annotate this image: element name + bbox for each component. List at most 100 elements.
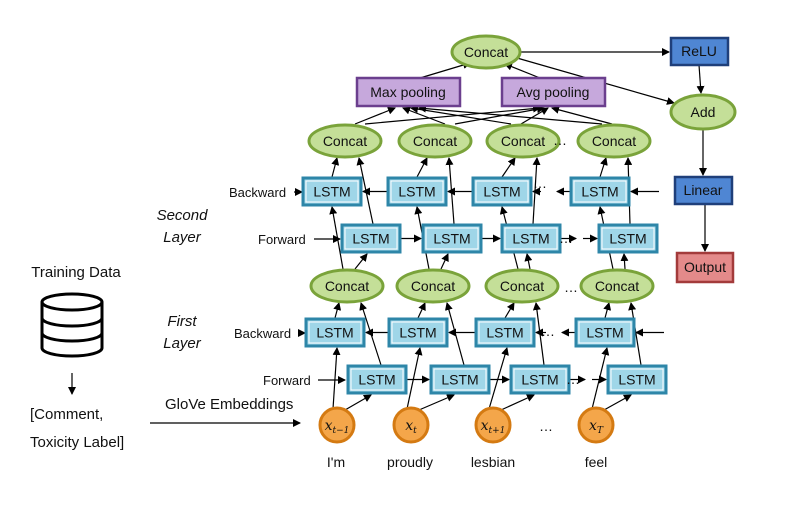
linear-node: Linear — [673, 175, 734, 206]
concat-l1-3-label: Concat — [595, 278, 639, 294]
concat-l1-1: Concat — [395, 268, 471, 304]
lstm-forward-l2-3: LSTM — [597, 223, 659, 254]
avg-pooling-node: Avg pooling — [500, 76, 607, 108]
lstm-backward-l2-2-label: LSTM — [483, 184, 520, 200]
input-token-0: xt−1 — [318, 406, 356, 444]
concat-l1-2: Concat — [484, 268, 560, 304]
arrow-concat-l2-to-avgpool-3 — [551, 105, 613, 125]
lstm-forward-l1-0-label: LSTM — [358, 372, 395, 388]
arrow-concat-l2-to-maxpool-2 — [410, 105, 512, 125]
ellipsis-inputs: … — [539, 418, 553, 434]
arrow-b1-to-concat-l1-1 — [417, 302, 426, 319]
arrow-concat-l2-to-maxpool-0 — [354, 106, 396, 125]
arrow-concat-l1-to-b2-0 — [329, 206, 344, 270]
arrow-f2-to-concat-l2-1 — [445, 157, 455, 225]
lstm-backward-l1-0: LSTM — [304, 317, 366, 348]
lstm-forward-l1-1-label: LSTM — [441, 372, 478, 388]
lstm-backward-l2-3-label: LSTM — [581, 184, 618, 200]
add-label: Add — [691, 104, 716, 120]
arrow-concat-l2-to-maxpool-1 — [402, 106, 446, 125]
arrow-b1-to-concat-l1-3 — [603, 302, 612, 319]
input-token-3: xT — [577, 406, 615, 444]
input-token-2: xt+1 — [474, 406, 512, 444]
arrow-b1-to-concat-l1-2 — [504, 302, 515, 319]
arrow-f1-to-concat-l1-1 — [444, 302, 465, 366]
database-icon — [40, 292, 104, 358]
arrow-input-to-f1-2 — [500, 394, 535, 411]
lstm-backward-l1-0-label: LSTM — [316, 325, 353, 341]
lstm-backward-l2-3: LSTM — [569, 176, 631, 207]
lstm-backward-l2-0: LSTM — [301, 176, 363, 207]
input-token-1: xt — [392, 406, 430, 444]
output-node: Output — [675, 251, 735, 284]
relu-node: ReLU — [669, 36, 730, 67]
second-layer-label-line1: Second — [157, 207, 209, 224]
concat-top-node: Concat — [450, 34, 522, 70]
record-label-line1: [Comment, — [30, 406, 103, 423]
first-layer-label-line2: Layer — [163, 335, 202, 352]
lstm-forward-l2-0-label: LSTM — [352, 231, 389, 247]
forward-label-layer1: Forward — [263, 373, 311, 388]
glove-embeddings-label: GloVe Embeddings — [165, 396, 293, 413]
lstm-forward-l2-0: LSTM — [340, 223, 402, 254]
word-im: I'm — [327, 454, 345, 470]
arrow-b2-to-concat-l2-0 — [331, 157, 340, 178]
input-token-2-label: xt+1 — [481, 418, 506, 436]
second-layer-label-line2: Layer — [163, 229, 202, 246]
lstm-forward-l2-2: LSTM — [500, 223, 562, 254]
concat-l2-0: Concat — [307, 123, 383, 159]
forward-label-layer2: Forward — [258, 232, 306, 247]
concat-l1-0-label: Concat — [325, 278, 369, 294]
lstm-forward-l2-2-label: LSTM — [512, 231, 549, 247]
lstm-forward-l2-1-label: LSTM — [433, 231, 470, 247]
output-label: Output — [684, 259, 726, 275]
relu-label: ReLU — [681, 43, 717, 59]
concat-l2-1-label: Concat — [413, 133, 457, 149]
arrow-f1-to-concat-l1-3 — [628, 302, 642, 366]
ellipsis-concat-l1: … — [564, 279, 578, 295]
arrow-maxpool-to-concat — [419, 61, 471, 79]
concat-l1-3: Concat — [579, 268, 655, 304]
lstm-backward-l2-2: LSTM — [471, 176, 533, 207]
lstm-backward-l1-3: LSTM — [574, 317, 636, 348]
lstm-backward-l1-1-label: LSTM — [399, 325, 436, 341]
arrow-concat-l1-to-f2-1 — [440, 253, 449, 270]
lstm-forward-l1-2-label: LSTM — [521, 372, 558, 388]
arrow-f2-to-concat-l2-2 — [532, 157, 541, 225]
concat-l2-2: Concat — [485, 123, 561, 159]
arrow-concat-l2-to-avgpool-2 — [520, 107, 549, 125]
concat-l1-2-label: Concat — [500, 278, 544, 294]
arrow-input-to-f1-0 — [344, 394, 372, 411]
arrow-input-to-f1-1 — [418, 394, 455, 411]
arrow-avgpool-to-concat — [504, 62, 541, 79]
arrow-f1-to-concat-l1-0 — [359, 302, 382, 366]
arrow-relu-to-add — [696, 64, 705, 94]
avg-pooling-label: Avg pooling — [517, 84, 590, 100]
concat-l1-1-label: Concat — [411, 278, 455, 294]
word-feel: feel — [585, 454, 608, 470]
ellipsis-forward-l2: … — [559, 230, 573, 246]
concat-l2-3-label: Concat — [592, 133, 636, 149]
lstm-forward-l1-2: LSTM — [509, 364, 571, 395]
arrow-f1-to-concat-l1-2 — [532, 302, 545, 366]
lstm-backward-l1-2-label: LSTM — [486, 325, 523, 341]
arrow-concat-l2-to-avgpool-0 — [364, 104, 541, 125]
lstm-forward-l1-3-label: LSTM — [618, 372, 655, 388]
input-token-0-label: xt−1 — [325, 418, 350, 436]
record-label-line2: Toxicity Label] — [30, 434, 124, 451]
lstm-backward-l1-3-label: LSTM — [586, 325, 623, 341]
arrow-b2-to-concat-l2-1 — [416, 157, 428, 178]
lstm-backward-l1-2: LSTM — [474, 317, 536, 348]
backward-label-layer1: Backward — [234, 326, 291, 341]
lstm-forward-l2-1: LSTM — [421, 223, 483, 254]
concat-top-label: Concat — [464, 44, 508, 60]
concat-l2-2-label: Concat — [501, 133, 545, 149]
concat-l2-0-label: Concat — [323, 133, 367, 149]
word-proudly: proudly — [387, 454, 433, 470]
arrow-b2-to-concat-l2-3 — [599, 157, 608, 178]
lstm-backward-l2-0-label: LSTM — [313, 184, 350, 200]
ellipsis-forward-l1: … — [566, 371, 580, 387]
concat-l2-3: Concat — [576, 123, 652, 159]
arrow-concat-l2-to-maxpool-3 — [418, 104, 603, 125]
